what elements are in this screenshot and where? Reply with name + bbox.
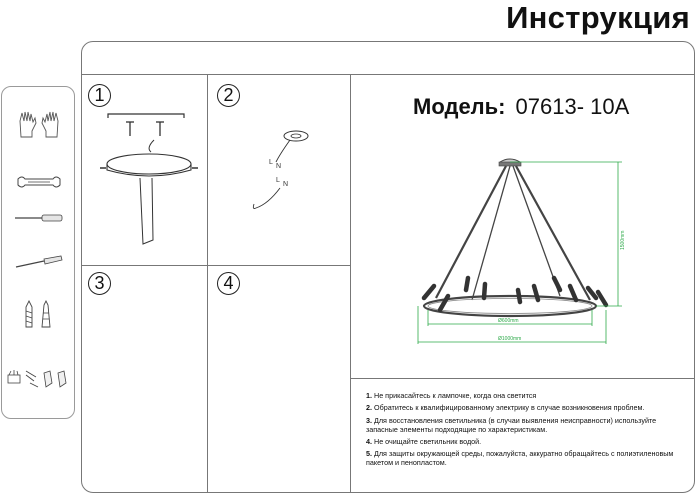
svg-text:N: N bbox=[283, 181, 288, 188]
model-label-text: Модель: bbox=[413, 94, 506, 119]
step-number: 3 bbox=[88, 272, 111, 295]
model-number: 07613- 10A bbox=[515, 94, 630, 119]
note-number: 5. bbox=[366, 449, 372, 459]
frame-divider bbox=[81, 265, 350, 266]
note-text: Не очищайте светильник водой. bbox=[374, 436, 482, 446]
frame-divider bbox=[350, 74, 351, 493]
page-title: Инструкция bbox=[506, 0, 690, 35]
anchor-bolt-icon bbox=[25, 299, 51, 328]
screws-connectors-icon bbox=[7, 370, 67, 388]
note-item: 4. Не очищайте светильник водой. bbox=[366, 437, 686, 446]
note-item: 3. Для восстановления светильника (в слу… bbox=[366, 416, 686, 434]
step-number: 4 bbox=[217, 272, 240, 295]
screwdriver-icon bbox=[15, 214, 63, 222]
note-text: Для восстановления светильника (в случаи… bbox=[366, 415, 657, 434]
safety-notes: 1. Не прикасайтесь к лампочке, когда она… bbox=[366, 391, 686, 470]
chandelier-diagram: 1500mm Ø600mm Ø1000mm bbox=[417, 158, 626, 344]
note-item: 2. Обратитесь к квалифицированному элект… bbox=[366, 403, 686, 412]
note-text: Не прикасайтесь к лампочке, когда она св… bbox=[374, 391, 537, 400]
frame-divider bbox=[350, 378, 695, 379]
svg-text:N: N bbox=[276, 163, 281, 170]
step-number: 1 bbox=[88, 84, 111, 107]
frame-divider bbox=[207, 74, 208, 493]
model-label: Модель: 07613- 10A bbox=[413, 94, 629, 120]
note-number: 1. bbox=[366, 391, 372, 400]
svg-text:L: L bbox=[269, 159, 273, 166]
svg-text:L: L bbox=[276, 177, 280, 184]
step1-mounting-diagram bbox=[100, 113, 198, 245]
note-text: Для защиты окружающей среды, пожалуйста,… bbox=[366, 449, 674, 468]
inner-diameter-label: Ø600mm bbox=[498, 318, 519, 324]
flathead-screwdriver-icon bbox=[15, 255, 63, 268]
note-item: 1. Не прикасайтесь к лампочке, когда она… bbox=[366, 391, 686, 400]
step2-wiring-diagram: L N L N bbox=[252, 130, 309, 209]
outer-diameter-label: Ø1000mm bbox=[498, 336, 521, 342]
tools-sidebar bbox=[1, 86, 75, 419]
note-number: 2. bbox=[366, 403, 372, 413]
gloves-icon bbox=[19, 111, 59, 138]
note-item: 5. Для защиты окружающей среды, пожалуйс… bbox=[366, 449, 686, 467]
note-text: Обратитесь к квалифицированному электрик… bbox=[374, 403, 645, 413]
note-number: 3. bbox=[366, 415, 372, 425]
height-dimension-label: 1500mm bbox=[620, 231, 626, 250]
step-number: 2 bbox=[217, 84, 240, 107]
frame-divider bbox=[81, 74, 695, 75]
wrench-icon bbox=[17, 176, 61, 188]
note-number: 4. bbox=[366, 436, 372, 446]
